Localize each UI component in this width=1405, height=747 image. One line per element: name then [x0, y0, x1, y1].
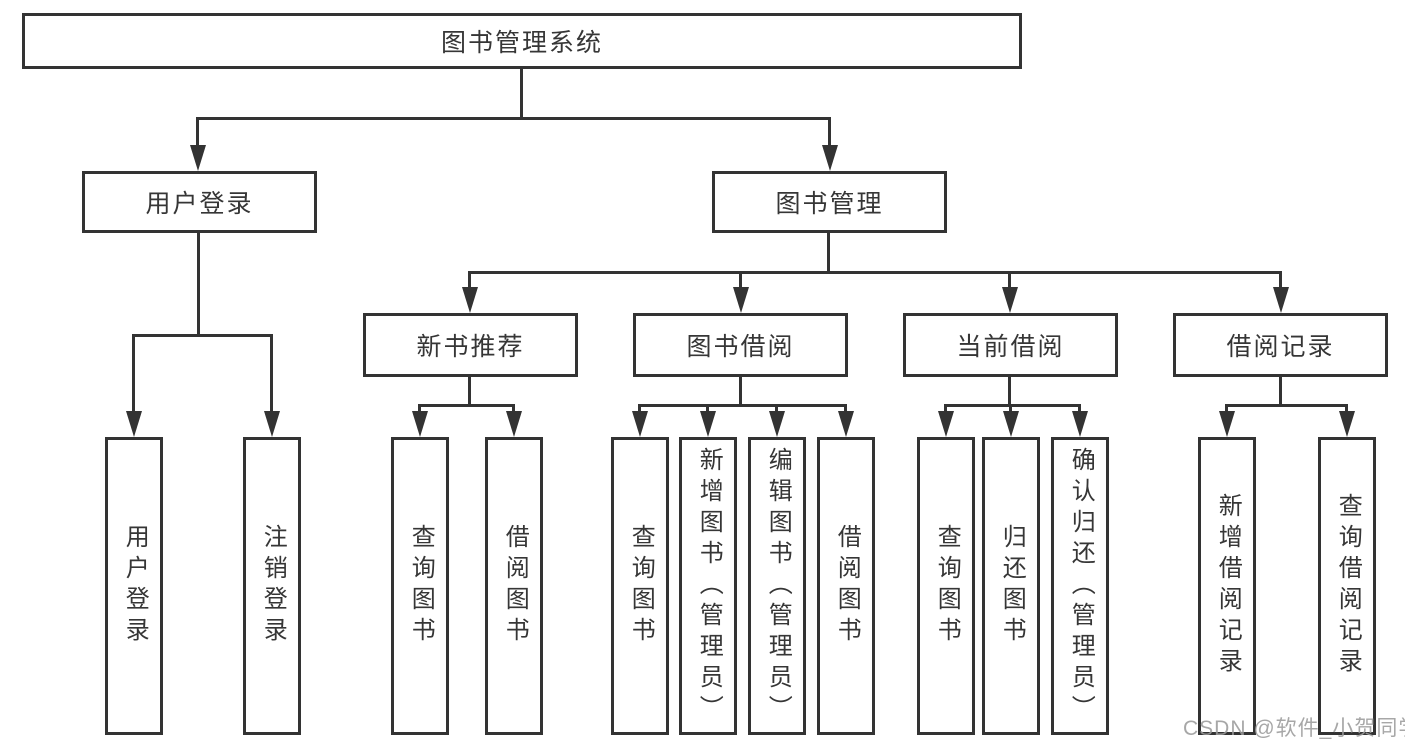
node-borrow-books-recommend: 借阅图书 [485, 437, 543, 735]
node-add-borrow-record: 新增借阅记录 [1198, 437, 1256, 735]
connector-line [775, 404, 778, 415]
connector-line [1279, 376, 1282, 407]
arrowhead-down [1219, 411, 1235, 437]
connector-line [468, 271, 1282, 274]
connector-line [468, 376, 471, 407]
node-label: 查询图书 [933, 524, 961, 648]
node-book-borrow: 图书借阅 [633, 313, 848, 377]
node-label: 新增借阅记录 [1214, 493, 1242, 679]
arrowhead-down [126, 411, 142, 437]
connector-line [1225, 404, 1348, 407]
connector-line [827, 232, 830, 274]
connector-line [270, 334, 273, 414]
node-new-book-recommend: 新书推荐 [363, 313, 578, 377]
connector-line [1078, 404, 1081, 415]
arrowhead-down [1273, 287, 1289, 313]
connector-line [944, 404, 947, 415]
connector-line [844, 404, 847, 415]
node-label: 图书借阅 [686, 333, 795, 361]
connector-line [739, 271, 742, 289]
node-query-books-current: 查询图书 [917, 437, 975, 735]
node-label: 用户登录 [145, 190, 254, 218]
arrowhead-down [938, 411, 954, 437]
node-label: 当前借阅 [956, 333, 1065, 361]
node-label: 借阅记录 [1226, 333, 1335, 361]
connector-line [196, 117, 199, 148]
node-label: 确认归还（管理员） [1067, 446, 1095, 726]
connector-line [197, 232, 200, 336]
connector-line [468, 271, 471, 289]
node-edit-book-admin: 编辑图书（管理员） [748, 437, 806, 735]
connector-line [944, 404, 1081, 407]
connector-line [638, 404, 641, 415]
arrowhead-down [190, 145, 206, 171]
arrowhead-down [1072, 411, 1088, 437]
node-label: 图书管理系统 [440, 29, 603, 57]
connector-line [132, 334, 135, 414]
node-label: 借阅图书 [501, 524, 529, 648]
arrowhead-down [838, 411, 854, 437]
node-add-book-admin: 新增图书（管理员） [679, 437, 737, 735]
arrowhead-down [700, 411, 716, 437]
arrowhead-down [822, 145, 838, 171]
connector-line [828, 117, 831, 148]
arrowhead-down [1002, 287, 1018, 313]
connector-line [132, 334, 273, 337]
node-logout: 注销登录 [243, 437, 301, 735]
node-query-books-recommend: 查询图书 [391, 437, 449, 735]
connector-line [512, 404, 515, 415]
connector-line [638, 404, 847, 407]
connector-line [739, 376, 742, 407]
node-library-system: 图书管理系统 [22, 13, 1022, 69]
connector-line [1225, 404, 1228, 415]
arrowhead-down [506, 411, 522, 437]
arrowhead-down [462, 287, 478, 313]
connector-line [1008, 376, 1011, 407]
node-label: 图书管理 [775, 190, 884, 218]
node-label: 用户登录 [121, 524, 149, 648]
connector-line [418, 404, 515, 407]
node-label: 查询图书 [627, 524, 655, 648]
node-query-borrow-record: 查询借阅记录 [1318, 437, 1376, 735]
csdn-watermark: CSDN @软件_小贺同学 [1183, 717, 1405, 740]
node-label: 查询借阅记录 [1334, 493, 1362, 679]
connector-line [418, 404, 421, 415]
connector-line [197, 117, 831, 120]
connector-line [1009, 404, 1012, 415]
node-current-borrow: 当前借阅 [903, 313, 1118, 377]
node-borrow-records: 借阅记录 [1173, 313, 1388, 377]
arrowhead-down [769, 411, 785, 437]
node-label: 归还图书 [998, 524, 1026, 648]
connector-line [706, 404, 709, 415]
connector-line [1345, 404, 1348, 415]
arrowhead-down [1339, 411, 1355, 437]
arrowhead-down [1003, 411, 1019, 437]
node-label: 新增图书（管理员） [695, 446, 723, 726]
node-label: 借阅图书 [833, 524, 861, 648]
arrowhead-down [733, 287, 749, 313]
connector-line [520, 68, 523, 120]
arrowhead-down [632, 411, 648, 437]
node-query-books-borrow: 查询图书 [611, 437, 669, 735]
connector-line [1008, 271, 1011, 289]
connector-line [1279, 271, 1282, 289]
node-confirm-return-admin: 确认归还（管理员） [1051, 437, 1109, 735]
node-return-book: 归还图书 [982, 437, 1040, 735]
arrowhead-down [412, 411, 428, 437]
node-borrow-books-borrow: 借阅图书 [817, 437, 875, 735]
node-user-login-action: 用户登录 [105, 437, 163, 735]
node-book-management: 图书管理 [712, 171, 947, 233]
node-user-login: 用户登录 [82, 171, 317, 233]
node-label: 新书推荐 [416, 333, 525, 361]
node-label: 查询图书 [407, 524, 435, 648]
node-label: 注销登录 [259, 524, 287, 648]
arrowhead-down [264, 411, 280, 437]
node-label: 编辑图书（管理员） [764, 446, 792, 726]
